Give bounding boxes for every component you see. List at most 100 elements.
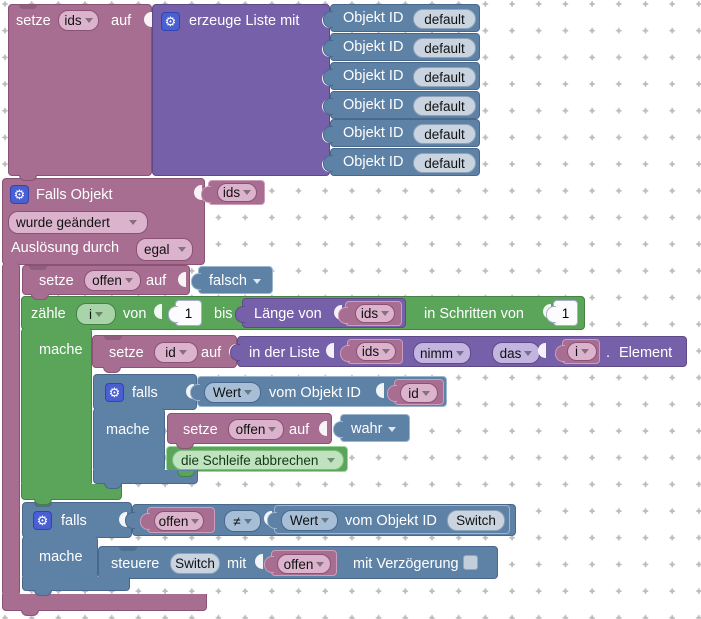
block-set-ids[interactable]: setze ids auf bbox=[8, 4, 152, 181]
dropdown-arrow-icon bbox=[178, 247, 186, 252]
block-var-ids-3[interactable]: ids bbox=[340, 339, 403, 364]
block-list-get[interactable]: in der Liste nimm das . Element bbox=[230, 336, 687, 367]
block-var-ids[interactable]: ids bbox=[201, 180, 265, 205]
block-if1-header[interactable]: falls bbox=[93, 374, 197, 410]
left-connector bbox=[323, 155, 333, 172]
offen-var-dropdown[interactable]: offen bbox=[154, 511, 204, 531]
trigger-changed-dropdown[interactable]: wurde geändert bbox=[8, 211, 148, 234]
object-id-field[interactable]: default bbox=[413, 153, 476, 173]
block-set-offen-false[interactable]: setze offen auf bbox=[22, 265, 190, 300]
object-id-field[interactable]: default bbox=[413, 124, 476, 144]
block-number-step[interactable]: 1 bbox=[546, 300, 578, 326]
mutator-gear-icon[interactable] bbox=[33, 511, 52, 530]
left-connector bbox=[191, 273, 201, 290]
wahr-dropdown[interactable]: wahr bbox=[351, 421, 397, 437]
loop-to-keyword: bis bbox=[214, 306, 233, 322]
value-socket bbox=[538, 343, 546, 358]
block-object-id-6[interactable]: Objekt ID default bbox=[323, 148, 480, 176]
offen-var-dropdown[interactable]: offen bbox=[84, 270, 141, 291]
block-set-offen-true[interactable]: setze offen auf bbox=[167, 413, 332, 449]
ids-var-dropdown[interactable]: ids bbox=[356, 342, 396, 361]
loop-var-dropdown[interactable]: i bbox=[76, 303, 116, 325]
dropdown-arrow-icon bbox=[178, 350, 187, 355]
left-connector bbox=[333, 421, 343, 438]
trigger-bottom-bar[interactable] bbox=[2, 594, 207, 616]
dropdown-arrow-icon bbox=[268, 427, 277, 432]
block-trigger-header[interactable]: Falls Objekt wurde geändert Auslösung du… bbox=[2, 178, 205, 265]
set-keyword2: auf bbox=[146, 273, 167, 289]
falsch-dropdown[interactable]: falsch bbox=[209, 273, 261, 289]
compare-op-dropdown[interactable]: ≠ bbox=[224, 510, 261, 532]
trigger-egal-dropdown[interactable]: egal bbox=[136, 238, 193, 261]
block-break-loop[interactable]: die Schleife abbrechen bbox=[166, 446, 348, 477]
delay-checkbox[interactable] bbox=[463, 555, 478, 570]
block-object-id-3[interactable]: Objekt ID default bbox=[323, 62, 480, 90]
block-object-id-2[interactable]: Objekt ID default bbox=[323, 33, 480, 61]
object-id-field[interactable]: default bbox=[413, 9, 476, 29]
mutator-gear-icon[interactable] bbox=[161, 12, 180, 31]
block-if2-header[interactable]: falls bbox=[22, 502, 132, 538]
left-connector bbox=[323, 98, 333, 115]
ids-var-dropdown[interactable]: ids bbox=[217, 183, 257, 202]
list-get-op-dropdown[interactable]: nimm bbox=[413, 342, 471, 364]
object-id-field[interactable]: default bbox=[413, 96, 476, 116]
block-logic-falsch[interactable]: falsch bbox=[191, 266, 273, 294]
block-set-id[interactable]: setze id auf bbox=[92, 335, 237, 373]
dropdown-arrow-icon bbox=[381, 311, 390, 316]
value-socket bbox=[326, 343, 334, 358]
block-get-value-id[interactable]: Wert vom Objekt ID bbox=[190, 376, 447, 407]
block-var-id[interactable]: id bbox=[387, 379, 444, 405]
block-create-list[interactable]: erzeuge Liste mit bbox=[152, 4, 330, 176]
set-ids-var-dropdown[interactable]: ids bbox=[58, 10, 99, 31]
if2-left-spine[interactable]: mache bbox=[22, 536, 98, 579]
list-get-element-label: Element bbox=[619, 345, 673, 361]
block-var-ids-2[interactable]: ids bbox=[338, 301, 402, 326]
block-number-from[interactable]: 1 bbox=[168, 300, 202, 326]
if2-bottom-bar[interactable] bbox=[22, 577, 130, 596]
block-object-id-1[interactable]: Objekt ID default bbox=[323, 4, 480, 32]
dropdown-arrow-icon bbox=[244, 390, 253, 395]
mutator-gear-icon[interactable] bbox=[105, 383, 124, 402]
i-var-dropdown[interactable]: i bbox=[567, 342, 597, 361]
id-var-dropdown[interactable]: id bbox=[400, 383, 438, 403]
object-id-label: Objekt ID bbox=[343, 10, 404, 26]
loop-bottom-bar[interactable] bbox=[21, 484, 122, 505]
left-connector bbox=[140, 513, 150, 530]
break-loop-dropdown[interactable]: die Schleife abbrechen bbox=[172, 450, 344, 470]
left-connector bbox=[323, 40, 333, 57]
control-id-field[interactable]: Switch bbox=[170, 553, 220, 574]
dropdown-arrow-icon bbox=[327, 457, 335, 463]
vom-objekt-id-label: vom Objekt ID bbox=[345, 513, 437, 529]
top-notch bbox=[34, 503, 52, 507]
block-logic-wahr[interactable]: wahr bbox=[333, 414, 410, 442]
block-var-i[interactable]: i bbox=[555, 339, 600, 364]
object-id-field[interactable]: default bbox=[413, 38, 476, 58]
mutator-gear-icon[interactable] bbox=[10, 185, 29, 204]
switch-id-field[interactable]: Switch bbox=[447, 510, 505, 531]
block-get-value-switch[interactable]: Wert vom Objekt ID Switch bbox=[267, 505, 510, 534]
dropdown-arrow-icon bbox=[581, 349, 589, 354]
ids-var-dropdown[interactable]: ids bbox=[355, 304, 395, 323]
block-var-offen[interactable]: offen bbox=[140, 507, 215, 533]
trigger-left-spine[interactable] bbox=[2, 263, 20, 596]
if1-left-spine[interactable]: mache bbox=[93, 408, 165, 472]
loop-left-spine[interactable]: mache bbox=[21, 328, 92, 486]
list-get-which-dropdown[interactable]: das bbox=[492, 342, 540, 364]
wert-dropdown[interactable]: Wert bbox=[204, 382, 261, 403]
vom-objekt-id-label: vom Objekt ID bbox=[269, 385, 361, 401]
block-object-id-5[interactable]: Objekt ID default bbox=[323, 119, 480, 147]
block-var-offen-2[interactable]: offen bbox=[264, 550, 337, 576]
left-connector bbox=[235, 306, 245, 323]
dropdown-arrow-icon bbox=[388, 426, 397, 432]
top-notch bbox=[19, 5, 37, 9]
value-socket bbox=[255, 554, 263, 569]
value-socket bbox=[376, 383, 384, 398]
wert-dropdown[interactable]: Wert bbox=[281, 510, 338, 531]
offen-var-dropdown[interactable]: offen bbox=[277, 554, 331, 574]
offen-var-dropdown[interactable]: offen bbox=[228, 419, 284, 440]
id-var-dropdown[interactable]: id bbox=[154, 342, 198, 363]
if1-bottom-bar[interactable] bbox=[93, 470, 198, 489]
object-id-field[interactable]: default bbox=[413, 67, 476, 87]
block-object-id-4[interactable]: Objekt ID default bbox=[323, 91, 480, 119]
